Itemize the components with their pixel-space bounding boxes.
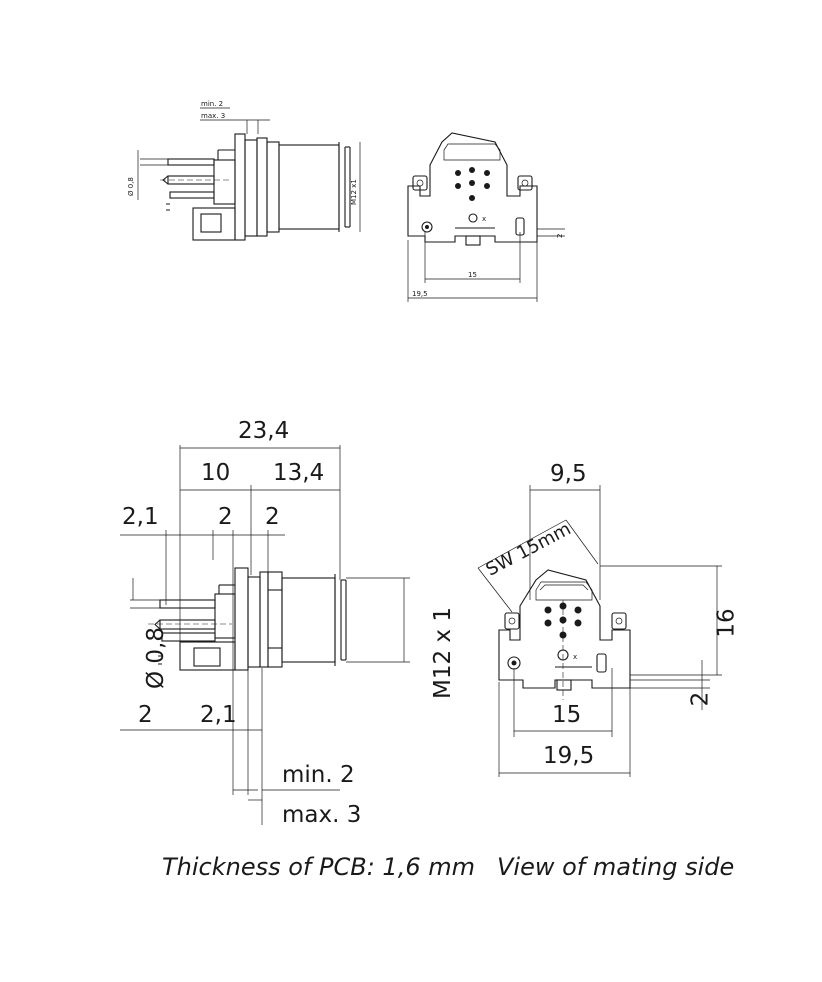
dim-13-4: 13,4: [273, 460, 324, 486]
dim-max-3: max. 3: [282, 802, 361, 828]
dim-15: 15: [552, 702, 581, 728]
dim-m12: M12 x 1: [430, 607, 456, 699]
caption-mating-side: View of mating side: [497, 853, 734, 881]
dim-10: 10: [201, 460, 230, 486]
small-thread-label: M12 x1: [350, 179, 358, 205]
dim-dia-0-8: Ø 0,8: [143, 627, 169, 689]
dim-19-5: 19,5: [543, 743, 594, 769]
side-view: 23,4 10 13,4 2,1 2 2: [120, 418, 456, 828]
side-pins: [154, 599, 216, 665]
dim-2-1-bottom: 2,1: [200, 702, 237, 728]
small-pins: [162, 158, 215, 211]
dim-2-bottom: 2: [138, 702, 153, 728]
small-min-label: min. 2: [201, 100, 223, 108]
svg-text:x: x: [573, 653, 577, 661]
small-front-view: x 15 19,5 2: [407, 132, 565, 302]
small-dia-label: Ø 0,8: [127, 177, 135, 196]
small-dim-19-5: 19,5: [412, 290, 428, 298]
dim-9-5: 9,5: [550, 461, 587, 487]
caption-pcb: Thickness of PCB: 1,6 mm: [162, 853, 475, 881]
small-side-view: min. 2 max. 3 Ø 0,8: [127, 100, 361, 241]
dim-2-top-b: 2: [265, 504, 280, 530]
dim-min-2: min. 2: [282, 762, 355, 788]
small-max-label: max. 3: [201, 112, 225, 120]
dim-2-1-top: 2,1: [122, 504, 159, 530]
small-dim-2: 2: [556, 234, 564, 238]
dim-2-top-a: 2: [218, 504, 233, 530]
dim-2-right: 2: [687, 692, 713, 707]
dim-16: 16: [714, 608, 740, 637]
dim-23-4: 23,4: [238, 418, 289, 444]
dim-sw-15mm: SW 15mm: [483, 518, 575, 580]
small-dim-15: 15: [468, 271, 477, 279]
front-view: x 9,5 SW 15mm 16 2 15 19,5: [477, 461, 740, 777]
svg-text:x: x: [482, 215, 486, 223]
